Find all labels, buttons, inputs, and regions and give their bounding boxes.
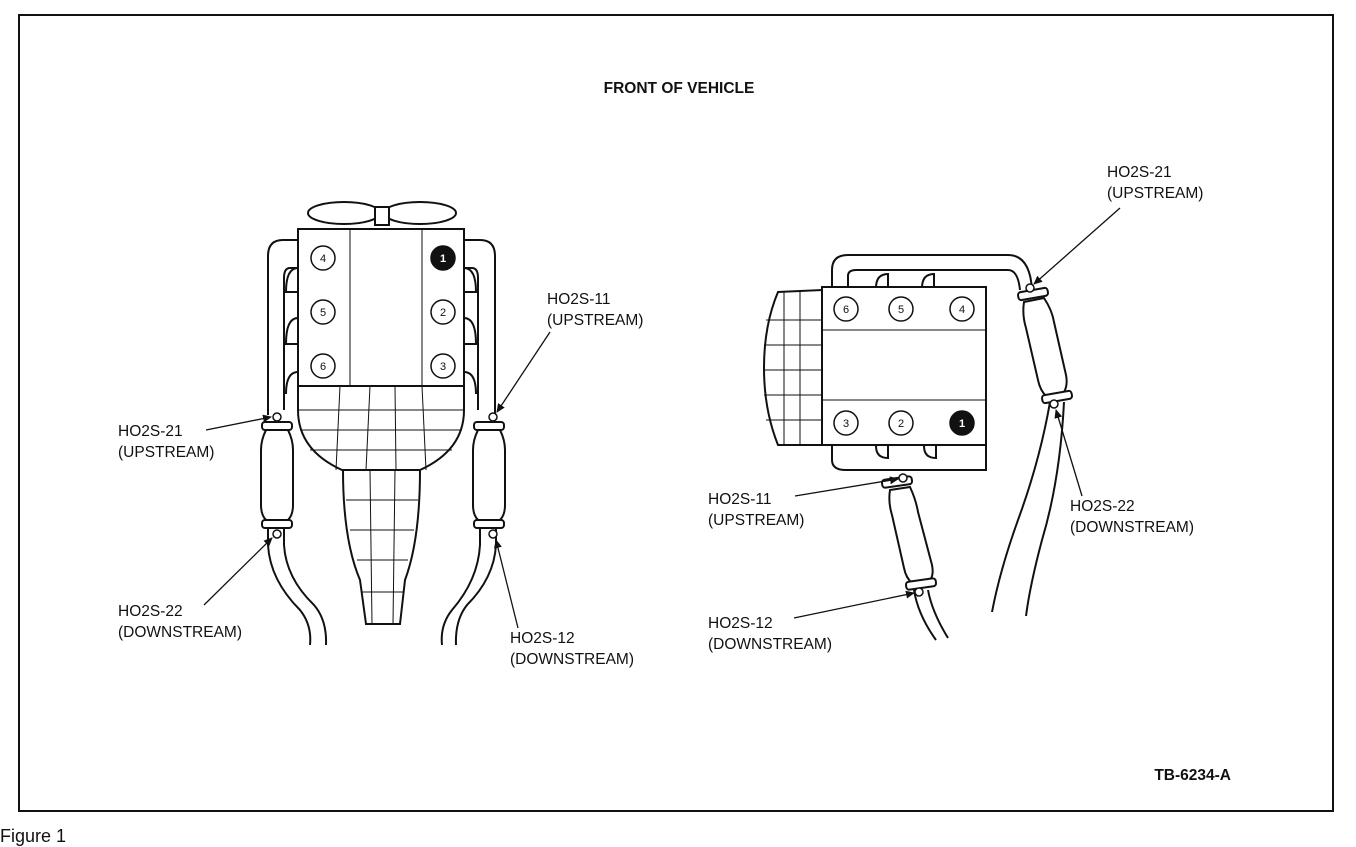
right-engine-view: 6 5 4 3 2 1 <box>708 164 1203 653</box>
label-ho2s-12-right: HO2S-12 <box>708 615 773 632</box>
label-ho2s-21-left-pos: (UPSTREAM) <box>118 444 214 461</box>
front-catalytic-converter <box>880 475 949 641</box>
svg-text:1: 1 <box>440 253 446 265</box>
label-ho2s-11-left-pos: (UPSTREAM) <box>547 312 643 329</box>
label-ho2s-12-left: HO2S-12 <box>510 630 575 647</box>
cylinder-3: 3 <box>430 353 456 379</box>
figure-frame <box>18 14 1334 812</box>
rear-bank-exhaust-manifold <box>831 254 1033 291</box>
svg-text:6: 6 <box>320 361 326 373</box>
label-ho2s-22-left-pos: (DOWNSTREAM) <box>118 624 242 641</box>
rear-catalytic-converter <box>991 286 1073 617</box>
svg-text:5: 5 <box>898 304 904 316</box>
sensor-ho2s-11-right <box>898 473 908 483</box>
leader-ho2s-21-left <box>205 414 272 431</box>
sensor-ho2s-11-left <box>488 412 498 422</box>
figure-id: TB-6234-A <box>1154 767 1231 784</box>
svg-text:3: 3 <box>440 361 446 373</box>
left-engine-view: 4 5 6 1 2 3 <box>118 201 643 668</box>
label-ho2s-12-left-pos: (DOWNSTREAM) <box>510 651 634 668</box>
label-ho2s-22-left: HO2S-22 <box>118 603 183 620</box>
cylinder-1: 1 <box>430 245 456 271</box>
sensor-ho2s-12-left <box>488 529 498 539</box>
transmission-tail <box>341 469 422 625</box>
cylinder-5: 5 <box>888 296 914 322</box>
cylinder-4: 4 <box>310 245 336 271</box>
sensor-ho2s-22-left <box>272 529 282 539</box>
svg-text:4: 4 <box>320 253 326 265</box>
label-ho2s-11-right: HO2S-11 <box>708 491 771 508</box>
right-catalytic-converter <box>440 421 506 646</box>
label-ho2s-11-right-pos: (UPSTREAM) <box>708 512 804 529</box>
label-ho2s-22-right: HO2S-22 <box>1070 498 1135 515</box>
leader-ho2s-21-right <box>1033 207 1121 285</box>
sensor-ho2s-22-right <box>1049 399 1059 409</box>
leader-ho2s-22-left <box>203 537 273 606</box>
cylinder-2: 2 <box>888 410 914 436</box>
left-catalytic-converter <box>260 421 328 646</box>
leader-ho2s-11-right <box>794 476 899 497</box>
cylinder-4: 4 <box>949 296 975 322</box>
transmission-bell-housing-side <box>762 288 823 446</box>
fan-icon <box>307 201 457 226</box>
sensor-ho2s-12-right <box>914 587 924 597</box>
label-ho2s-21-right-pos: (UPSTREAM) <box>1107 185 1203 202</box>
svg-text:1: 1 <box>959 418 965 430</box>
left-bank-exhaust-manifold <box>267 239 298 415</box>
front-of-vehicle-heading: FRONT OF VEHICLE <box>604 80 755 97</box>
svg-text:6: 6 <box>843 304 849 316</box>
right-bank-exhaust-manifold <box>464 239 496 415</box>
sensor-ho2s-21-left <box>272 412 282 422</box>
cylinder-6: 6 <box>310 353 336 379</box>
svg-text:5: 5 <box>320 307 326 319</box>
figure-caption: Figure 1 <box>0 826 67 846</box>
front-bank-exhaust-manifold <box>831 440 987 471</box>
label-ho2s-22-right-pos: (DOWNSTREAM) <box>1070 519 1194 536</box>
cylinder-2: 2 <box>430 299 456 325</box>
svg-text:4: 4 <box>959 304 965 316</box>
label-ho2s-21-left: HO2S-21 <box>118 423 183 440</box>
cylinder-5: 5 <box>310 299 336 325</box>
cylinder-3: 3 <box>833 410 859 436</box>
cylinder-1: 1 <box>949 410 975 436</box>
label-ho2s-11-left: HO2S-11 <box>547 291 610 308</box>
label-ho2s-21-right: HO2S-21 <box>1107 164 1172 181</box>
leader-ho2s-11-left <box>496 331 551 413</box>
leader-ho2s-12-left <box>494 539 519 629</box>
label-ho2s-12-right-pos: (DOWNSTREAM) <box>708 636 832 653</box>
transmission-bell-housing <box>297 385 465 471</box>
cylinder-6: 6 <box>833 296 859 322</box>
svg-text:2: 2 <box>440 307 446 319</box>
leader-ho2s-22-right <box>1054 409 1083 497</box>
sensor-ho2s-21-right <box>1025 283 1035 293</box>
svg-text:3: 3 <box>843 418 849 430</box>
leader-ho2s-12-right <box>793 590 915 619</box>
svg-text:2: 2 <box>898 418 904 430</box>
